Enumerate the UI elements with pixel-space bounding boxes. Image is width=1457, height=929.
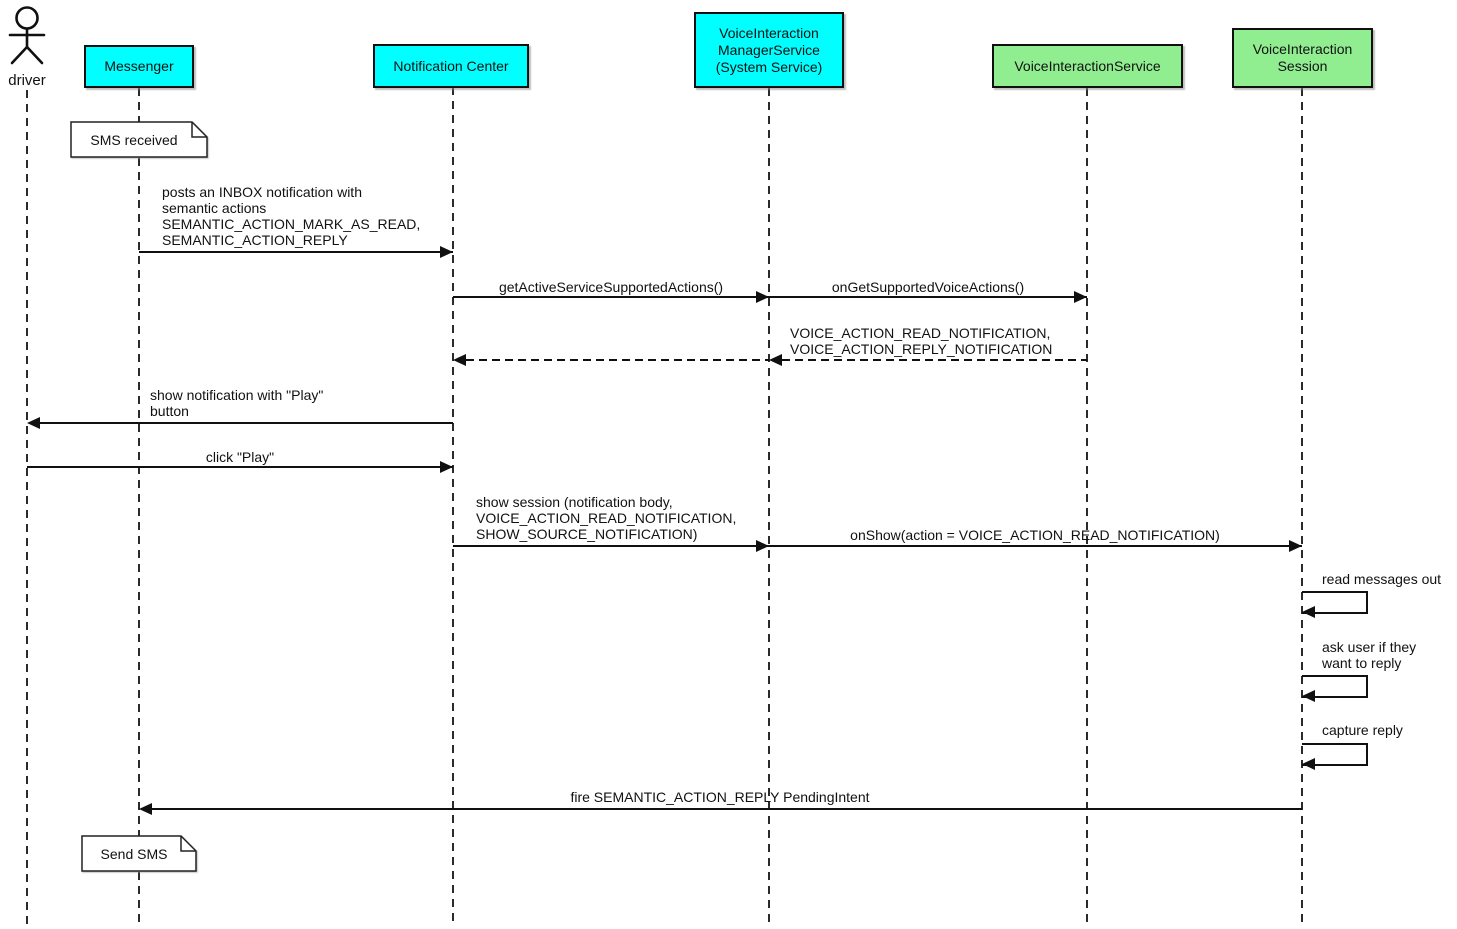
message-line — [769, 545, 1302, 547]
arrowhead-icon — [139, 803, 152, 815]
message-line — [453, 545, 769, 547]
lifeline-driver — [26, 90, 28, 927]
lifeline-messenger — [138, 88, 140, 927]
actor-label: driver — [8, 72, 46, 89]
message-line — [139, 251, 453, 253]
arrowhead-icon — [440, 246, 453, 258]
lifeline-voiceinteraction-session — [1301, 88, 1303, 927]
message-label: fire SEMANTIC_ACTION_REPLY PendingIntent — [570, 789, 870, 805]
message-label: onShow(action = VOICE_ACTION_READ_NOTIFI… — [850, 527, 1220, 543]
self-message-loop — [1302, 591, 1368, 614]
arrowhead-icon — [27, 417, 40, 429]
participant-label: VoiceInteraction Session — [1252, 41, 1353, 74]
note-sms-received: SMS received — [70, 121, 208, 158]
participant-label: Notification Center — [393, 57, 509, 74]
note-text: Send SMS — [100, 845, 168, 862]
message-label: click "Play" — [205, 449, 275, 465]
participant-messenger: Messenger — [84, 45, 194, 88]
message-line — [453, 296, 769, 298]
lifeline-voiceinteractionservice — [1086, 88, 1088, 927]
message-label: getActiveServiceSupportedActions() — [498, 279, 724, 295]
participant-notification-center: Notification Center — [373, 44, 529, 88]
self-message-loop — [1302, 743, 1368, 766]
note-shape-icon — [70, 121, 208, 158]
note-text: SMS received — [90, 131, 178, 148]
self-message-loop — [1302, 675, 1368, 698]
lifeline-voiceinteraction-managerservice — [768, 88, 770, 927]
message-line — [152, 808, 1302, 810]
arrowhead-icon — [1302, 758, 1315, 770]
arrowhead-icon — [756, 291, 769, 303]
note-shape-icon — [81, 835, 197, 872]
message-line-dashed — [782, 359, 1087, 361]
message-label: VOICE_ACTION_READ_NOTIFICATION, VOICE_AC… — [790, 325, 1053, 357]
message-line — [769, 296, 1087, 298]
message-label: posts an INBOX notification with semanti… — [162, 184, 421, 248]
actor-driver: driver — [0, 5, 54, 89]
note-send-sms: Send SMS — [81, 835, 197, 872]
message-label: show notification with "Play" button — [150, 387, 324, 419]
message-line — [40, 422, 453, 424]
message-label: onGetSupportedVoiceActions() — [831, 279, 1025, 295]
arrowhead-icon — [440, 461, 453, 473]
lifeline-notification-center — [452, 87, 454, 927]
participant-label: VoiceInteractionService — [1014, 57, 1161, 74]
arrowhead-icon — [1302, 606, 1315, 618]
arrowhead-icon — [756, 540, 769, 552]
actor-icon — [8, 6, 46, 65]
participant-label: Messenger — [104, 58, 174, 74]
participant-voiceinteractionservice: VoiceInteractionService — [992, 44, 1183, 88]
message-label: capture reply — [1322, 722, 1403, 738]
arrowhead-icon — [1074, 291, 1087, 303]
participant-label: VoiceInteraction ManagerService (System … — [715, 24, 823, 75]
arrowhead-icon — [769, 354, 782, 366]
message-line — [27, 466, 453, 468]
message-label: read messages out — [1322, 571, 1442, 587]
message-line-dashed — [466, 359, 769, 361]
message-label: show session (notification body, VOICE_A… — [476, 494, 737, 542]
participant-voiceinteraction-managerservice: VoiceInteraction ManagerService (System … — [694, 12, 844, 88]
message-label: ask user if they want to reply — [1322, 639, 1417, 671]
arrowhead-icon — [1302, 690, 1315, 702]
arrowhead-icon — [453, 354, 466, 366]
arrowhead-icon — [1289, 540, 1302, 552]
participant-voiceinteraction-session: VoiceInteraction Session — [1232, 28, 1373, 88]
